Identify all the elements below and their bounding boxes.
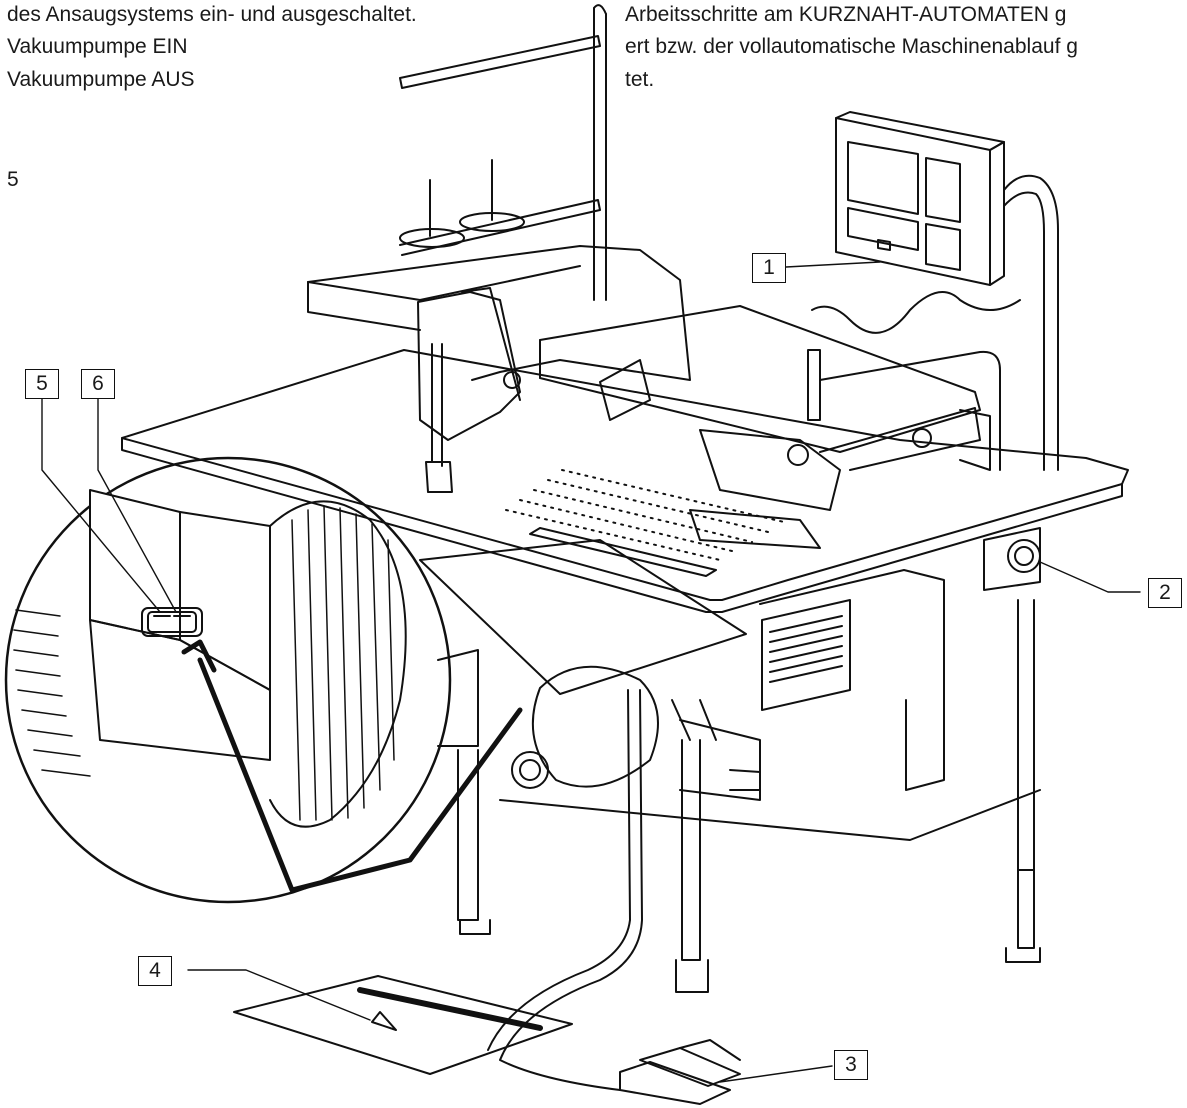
control-panel <box>835 111 1059 471</box>
left-text-line-2: Vakuumpumpe EIN <box>7 35 188 58</box>
callout-3: 3 <box>834 1050 868 1080</box>
callout-5: 5 <box>25 369 59 399</box>
warning-triangle-icon <box>371 1011 397 1031</box>
frame-and-legs <box>419 539 1041 993</box>
left-text-line-1: des Ansaugsystems ein- und ausgeschaltet… <box>7 3 417 26</box>
sewing-head <box>307 245 691 493</box>
clamp-carriage <box>539 291 1021 549</box>
table-top <box>121 349 1129 613</box>
detail-magnifier <box>4 456 452 904</box>
callout-2: 2 <box>1148 578 1182 608</box>
arrow-icon <box>181 639 523 893</box>
lower-cabinet <box>759 569 945 791</box>
foot-pedal <box>619 1039 741 1105</box>
left-text-line-3: Vakuumpumpe AUS <box>7 68 195 91</box>
vacuum-pump <box>487 665 761 1091</box>
callout-4: 4 <box>138 956 172 986</box>
right-text-line-2: ert bzw. der vollautomatische Maschinena… <box>625 35 1078 58</box>
callout-leaders <box>41 261 1141 1083</box>
margin-number: 5 <box>7 168 19 191</box>
main-switch <box>983 527 1041 591</box>
callout-1: 1 <box>752 253 786 283</box>
right-text-line-3: tet. <box>625 68 655 91</box>
thread-stand <box>399 4 607 301</box>
floor-mat <box>233 975 573 1075</box>
right-text-line-1: Arbeitsschritte am KURZNAHT-AUTOMATEN g <box>625 3 1067 26</box>
callout-6: 6 <box>81 369 115 399</box>
